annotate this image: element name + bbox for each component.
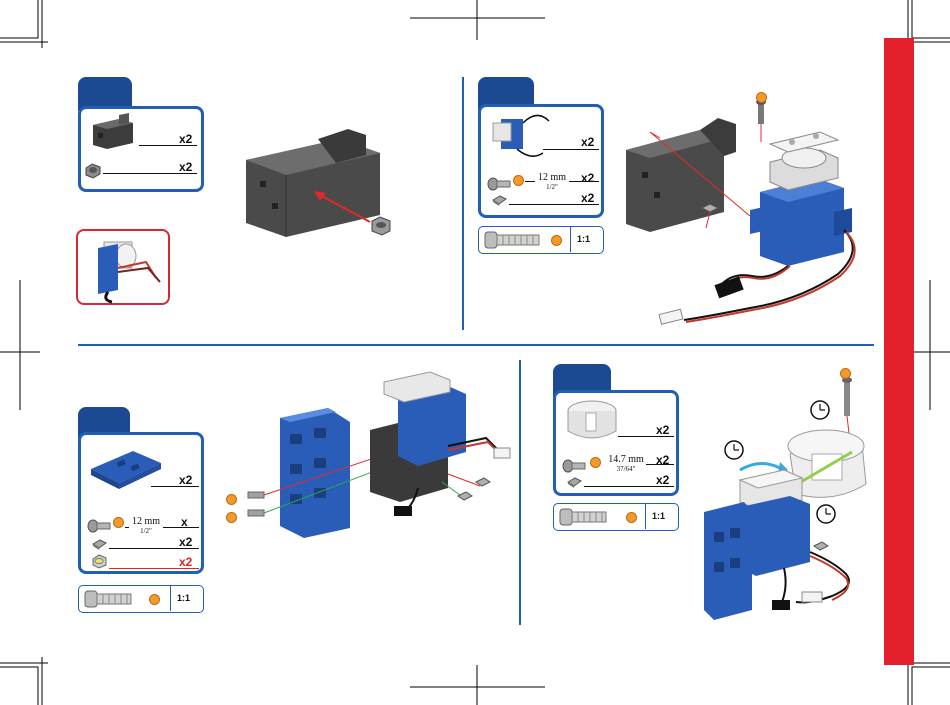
scale-label: 1:1 [652,511,665,521]
screw-length: 12 mm 1/2" [535,173,569,191]
part-number-badge [590,457,601,468]
part-qty: x2 [179,473,192,487]
part-qty: x2 [656,423,669,437]
part-number-badge [226,494,237,505]
part-qty: x2 [179,555,192,569]
servo-assembly-icon [84,234,164,304]
scale-label: 1:1 [177,593,190,603]
horn-cover-diagram [684,362,884,622]
step-c-scale-box: 1:1 [78,585,204,613]
screw-length: 14.7 mm 37/64" [606,455,646,473]
scale-divider [570,227,571,252]
scale-label: 1:1 [577,234,590,244]
part-underline [584,486,674,487]
screw-length-in: 1/2" [129,527,163,535]
scale-divider [645,504,646,529]
part-number-badge [840,368,851,379]
part-number-badge [226,512,237,523]
screw-length-in: 37/64" [606,465,646,473]
round-horn-cover-icon [564,399,626,445]
screw-icon [562,459,586,473]
screw-actual-size-icon [485,231,545,249]
part-qty: x2 [179,160,192,174]
servo-mount-diagram [620,80,890,330]
horizontal-divider [78,344,874,346]
scale-divider [170,586,171,611]
part-qty: x2 [656,473,669,487]
square-nut-icon [91,539,107,551]
screw-length-mm: 14.7 mm [606,455,646,465]
part-qty: x2 [179,132,192,146]
screw-length: 12 mm 1/2" [129,517,163,535]
screw-length-in: 1/2" [535,183,569,191]
bracket-nut-diagram [240,125,410,245]
part-qty: x2 [581,191,594,205]
servo-bracket-icon [89,113,139,151]
part-underline [109,568,199,569]
step-d-scale-box: 1:1 [553,503,679,531]
square-nut-icon [491,195,507,207]
vertical-divider-top [462,77,464,330]
step-d-parts-box: x2 14.7 mm 37/64" x2 x2 [553,390,679,496]
step-c-parts-box: x2 12 mm 1/2" x x2 x2 [78,432,204,574]
part-underline [103,173,197,174]
servo-motor-icon [487,109,557,159]
screw-length-mm: 12 mm [129,517,163,527]
vertical-divider-bottom [519,360,521,625]
part-underline [618,436,674,437]
lock-nut-icon [91,555,107,569]
part-underline [509,204,599,205]
step-b-parts-box: x2 12 mm 1/2" x2 x2 [478,104,604,218]
screw-icon [87,519,111,533]
square-nut-icon [566,477,582,489]
part-underline [151,486,199,487]
part-number-badge [756,92,767,103]
part-underline [139,145,197,146]
part-qty: x2 [581,171,594,185]
reference-thumbnail [76,229,170,305]
part-qty: x [181,515,188,529]
part-qty: x2 [656,453,669,467]
part-number-badge [513,175,524,186]
screw-actual-size-icon [560,508,610,526]
screw-icon [487,177,511,191]
frame-servo-diagram [218,368,518,543]
part-qty: x2 [581,135,594,149]
part-number-badge [626,512,637,523]
screw-length-mm: 12 mm [535,173,569,183]
part-number-badge [551,235,562,246]
part-underline [125,527,129,528]
hex-nut-icon [84,164,102,178]
screw-actual-size-icon [85,590,135,608]
part-number-badge [149,594,160,605]
part-number-badge [113,517,124,528]
step-a-parts-box: x2 x2 [78,106,204,192]
part-underline [525,181,535,182]
step-b-scale-box: 1:1 [478,226,604,254]
part-underline [109,548,199,549]
part-qty: x2 [179,535,192,549]
part-underline [543,149,599,150]
